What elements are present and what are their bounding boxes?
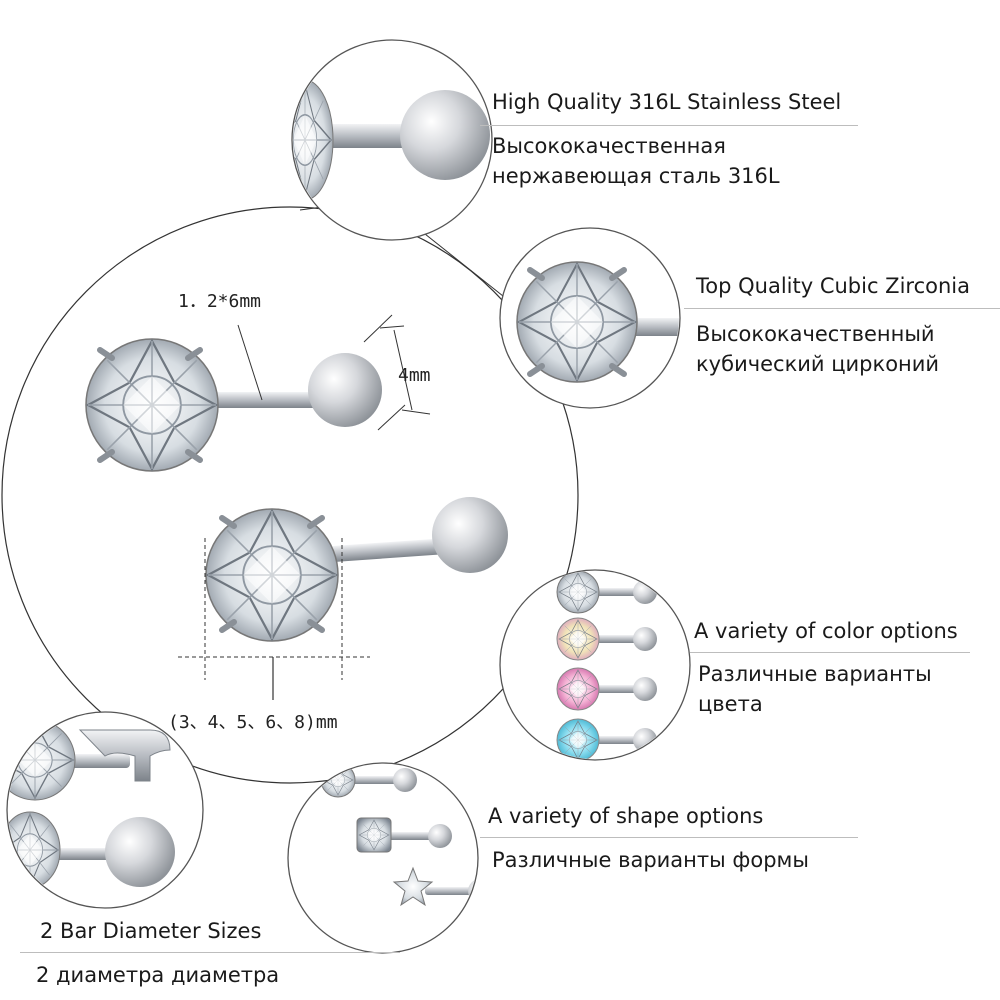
steel-title-ru-2: нержавеющая сталь 316L: [492, 164, 780, 188]
color-option-pink: [557, 668, 657, 710]
zirconia-title-ru-2: кубический цирконий: [696, 352, 940, 376]
color-title-ru-1: Различные варианты: [698, 662, 932, 686]
main-earring-middle: [206, 497, 508, 641]
shape-options-circle: [287, 762, 479, 954]
bar-title-ru: 2 диаметра диаметра: [36, 963, 280, 987]
shape-title-en: A variety of shape options: [488, 804, 764, 828]
ball-size-label: 4mm: [398, 365, 431, 386]
zirconia-separator: [684, 308, 1000, 309]
shape-title-ru: Различные варианты формы: [492, 848, 809, 872]
steel-detail-circle: [291, 39, 493, 241]
color-title-en: A variety of color options: [694, 619, 958, 643]
color-option-yellow-pink: [557, 618, 657, 660]
zirconia-detail-circle: [499, 227, 681, 409]
stone-size-label: (3、4、5、6、8)mm: [168, 712, 338, 733]
color-title-ru-2: цвета: [698, 692, 763, 716]
bar-separator: [20, 952, 400, 953]
bar-title-en: 2 Bar Diameter Sizes: [40, 919, 262, 943]
steel-title-ru-1: Высококачественная: [492, 134, 726, 158]
color-separator: [690, 652, 970, 653]
main-circle: [1, 206, 579, 784]
steel-separator: [480, 125, 858, 126]
shape-separator: [480, 837, 858, 838]
shape-option-square: [357, 818, 452, 852]
zirconia-title-en: Top Quality Cubic Zirconia: [696, 274, 970, 298]
main-earring-top: [86, 339, 382, 471]
bar-size-label: 1．2*6mm: [178, 291, 262, 312]
bar-diameter-circle: [6, 711, 204, 909]
zirconia-title-ru-1: Высококачественный: [696, 322, 935, 346]
color-options-circle: [499, 569, 691, 761]
steel-title-en: High Quality 316L Stainless Steel: [492, 90, 842, 114]
